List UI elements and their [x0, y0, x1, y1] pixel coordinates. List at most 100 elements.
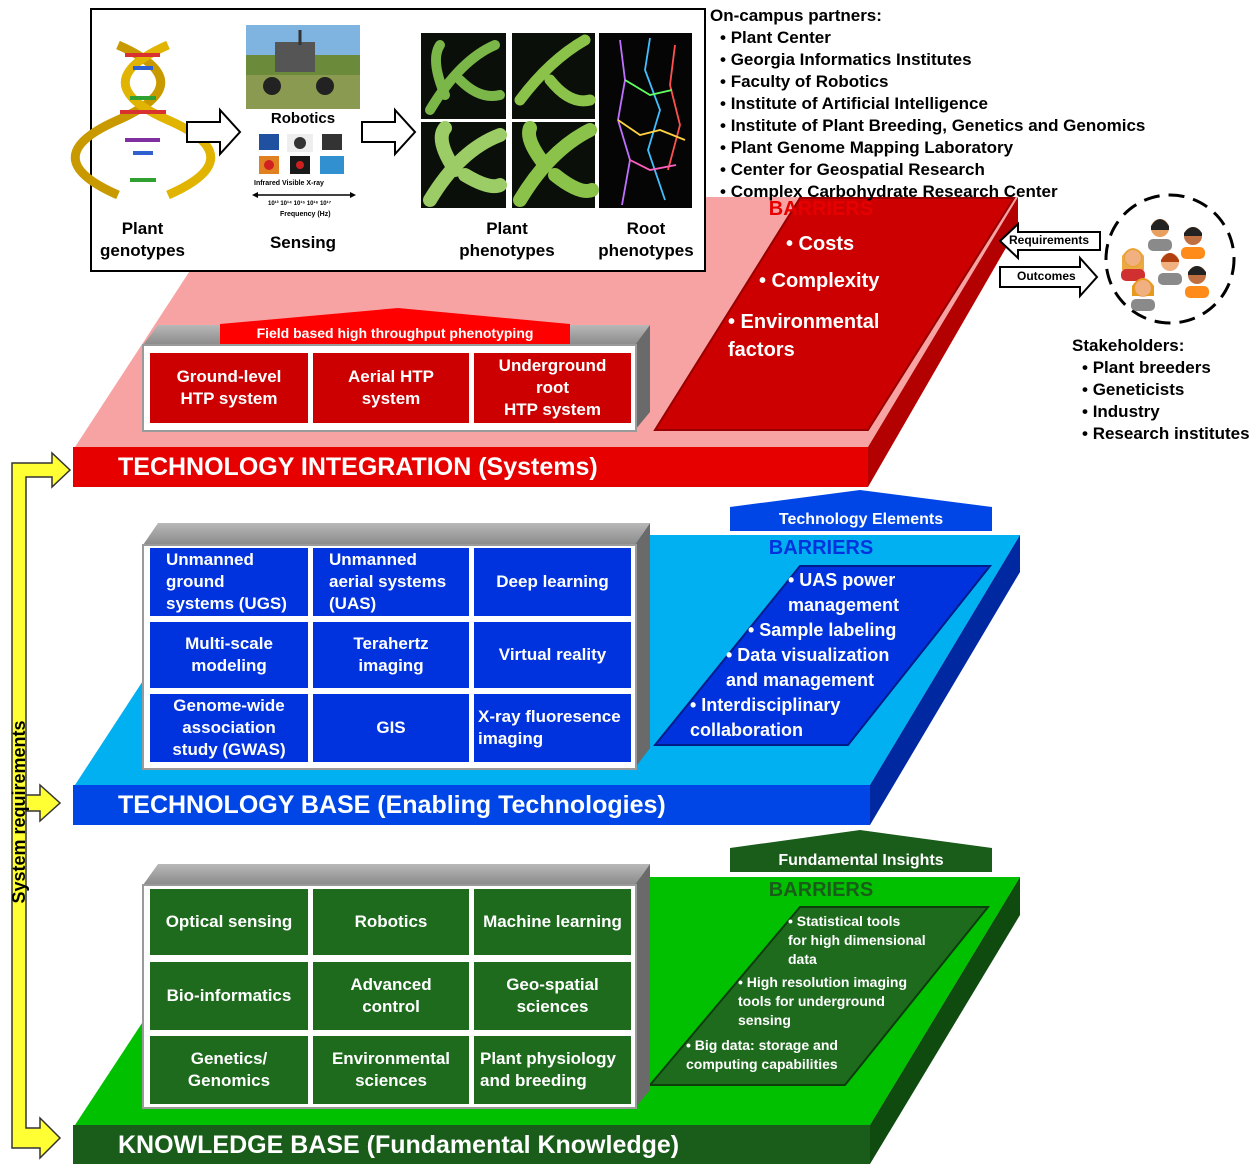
- stakeholder-avatar-icons: [1121, 219, 1209, 311]
- pipeline-arrow-2: [361, 107, 417, 157]
- frequency-label: Frequency (Hz): [280, 211, 331, 218]
- robotics-photo: [246, 25, 360, 109]
- stakeholder-item: • Geneticists: [1082, 380, 1185, 399]
- integration-barrier-item: • Complexity: [759, 270, 880, 292]
- knowledge-cell-bioinformatics: Bio-informatics: [150, 962, 308, 1030]
- partner-item: • Plant Center: [720, 28, 831, 47]
- plant-phenotypes-label: Plant phenotypes: [459, 219, 555, 260]
- tech-barrier-item: • Data visualization and management: [726, 645, 890, 690]
- tech-cell-multiscale: Multi-scale modeling: [150, 622, 308, 688]
- requirements-arrow: [998, 221, 1101, 261]
- tick-label: 10¹⁴: [280, 201, 292, 207]
- infrared-label: Infrared: [254, 180, 281, 187]
- tech-cell-terahertz: Terahertz imaging: [313, 622, 469, 688]
- system-requirements-arrow: [11, 451, 72, 1160]
- knowledge-slab-side: [870, 877, 1020, 1164]
- integration-cell-ground: Ground-level HTP system: [150, 353, 308, 423]
- knowledge-cell-ml: Machine learning: [474, 889, 631, 955]
- frequency-ticks: 10¹³ 10¹⁴ 10¹⁵ 10¹⁶ 10¹⁷: [268, 201, 331, 207]
- integration-header: Field based high throughput phenotyping: [256, 325, 534, 341]
- knowledge-cell-optical: Optical sensing: [150, 889, 308, 955]
- spectrum-labels: Infrared Visible X-ray: [254, 180, 324, 187]
- integration-barrier-item: • Costs: [786, 233, 855, 255]
- plant-genotypes-label: Plant genotypes: [99, 219, 186, 260]
- knowledge-grid-side: [635, 864, 650, 1108]
- knowledge-barriers-title: BARRIERS: [768, 879, 874, 901]
- stakeholder-item: • Research institutes: [1082, 424, 1250, 443]
- tick-label: 10¹⁵: [293, 201, 306, 207]
- sensing-label: Sensing: [269, 233, 337, 252]
- tick-label: 10¹⁶: [306, 201, 319, 207]
- tech-barrier-item: • UAS power management: [788, 570, 900, 615]
- knowledge-barrier-item: • Statistical tools for high dimensional…: [788, 913, 926, 967]
- integration-barrier-box: [653, 197, 1016, 431]
- integration-band: TECHNOLOGY INTEGRATION (Systems): [118, 453, 598, 481]
- tech-barrier-box: [652, 565, 993, 746]
- knowledge-cell-control: Advanced control: [313, 962, 469, 1030]
- stakeholders-title: Stakeholders:: [1072, 336, 1185, 355]
- stakeholder-item-label: Geneticists: [1092, 380, 1185, 399]
- partner-item-label: Georgia Informatics Institutes: [730, 50, 972, 69]
- sensing-images: [252, 134, 356, 198]
- partner-item: • Complex Carbohydrate Research Center: [720, 182, 1058, 201]
- stakeholder-item-label: Research institutes: [1092, 424, 1250, 443]
- partners-title: On-campus partners:: [710, 6, 882, 25]
- integration-grid-side: [635, 325, 650, 430]
- knowledge-band: KNOWLEDGE BASE (Fundamental Knowledge): [118, 1131, 680, 1159]
- knowledge-header-shape: [730, 830, 992, 872]
- integration-slab-side: [868, 197, 1018, 487]
- integration-cell-underground: Underground root HTP system: [474, 353, 631, 423]
- knowledge-barrier-item: • High resolution imaging tools for unde…: [738, 974, 908, 1028]
- partner-item-label: Faculty of Robotics: [730, 72, 889, 91]
- stakeholder-item: • Industry: [1082, 402, 1160, 421]
- root-phenotypes-label: Root phenotypes: [598, 219, 694, 260]
- tech-band: TECHNOLOGY BASE (Enabling Technologies): [118, 791, 666, 819]
- integration-cell-aerial: Aerial HTP system: [313, 353, 469, 423]
- partner-item-label: Plant Genome Mapping Laboratory: [730, 138, 1014, 157]
- tech-grid-top: [143, 523, 650, 545]
- pipeline-arrow-1: [186, 107, 242, 157]
- tech-barriers-title: BARRIERS: [768, 537, 874, 559]
- knowledge-cell-geospatial: Geo-spatial sciences: [474, 962, 631, 1030]
- integration-header-shape: [220, 308, 570, 344]
- tech-slab-side: [870, 535, 1020, 825]
- knowledge-barrier-box: [647, 906, 991, 1086]
- knowledge-band-shape: [73, 1125, 870, 1164]
- tech-header-shape: [730, 490, 992, 531]
- knowledge-header: Fundamental Insights: [778, 852, 944, 869]
- knowledge-cell-robotics: Robotics: [313, 889, 469, 955]
- tech-cell-ugs: Unmanned ground systems (UGS): [150, 548, 308, 616]
- knowledge-grid-top: [143, 864, 650, 885]
- tech-cell-uas: Unmanned aerial systems (UAS): [313, 548, 469, 616]
- tech-header: Technology Elements: [778, 511, 944, 528]
- dna-helix-icon: [71, 40, 215, 200]
- partner-item: • Georgia Informatics Institutes: [720, 50, 972, 69]
- stakeholder-item-label: Plant breeders: [1092, 358, 1211, 377]
- visible-label: Visible: [282, 180, 305, 187]
- integration-barrier-item: • Environmental factors: [728, 311, 880, 361]
- plant-phenotype-photos: [421, 33, 692, 208]
- tech-barrier-item: • Interdisciplinary collaboration: [690, 695, 841, 740]
- outcomes-arrow: [999, 255, 1099, 299]
- partner-item-label: Plant Center: [730, 28, 831, 47]
- stakeholder-item: • Plant breeders: [1082, 358, 1211, 377]
- tech-cell-deep-learning: Deep learning: [474, 548, 631, 616]
- partner-item-label: Institute of Plant Breeding, Genetics an…: [730, 116, 1146, 135]
- tick-label: 10¹⁷: [319, 201, 332, 207]
- integration-band-shape: [73, 447, 868, 487]
- tech-band-shape: [73, 785, 870, 825]
- tech-cell-gwas: Genome-wide association study (GWAS): [150, 694, 308, 762]
- tech-barrier-item: • Sample labeling: [748, 620, 897, 640]
- partner-item-label: Center for Geospatial Research: [730, 160, 985, 179]
- stakeholder-item-label: Industry: [1092, 402, 1160, 421]
- partner-item: • Center for Geospatial Research: [720, 160, 985, 179]
- system-requirements-label: System requirements: [9, 720, 29, 904]
- tech-cell-gis: GIS: [313, 694, 469, 762]
- tech-cell-vr: Virtual reality: [474, 622, 631, 688]
- knowledge-cell-physiology: Plant physiology and breeding: [474, 1036, 631, 1104]
- partner-item: • Faculty of Robotics: [720, 72, 889, 91]
- xray-label: X-ray: [306, 180, 324, 187]
- robotics-label: Robotics: [270, 110, 336, 127]
- tech-grid-side: [635, 523, 650, 768]
